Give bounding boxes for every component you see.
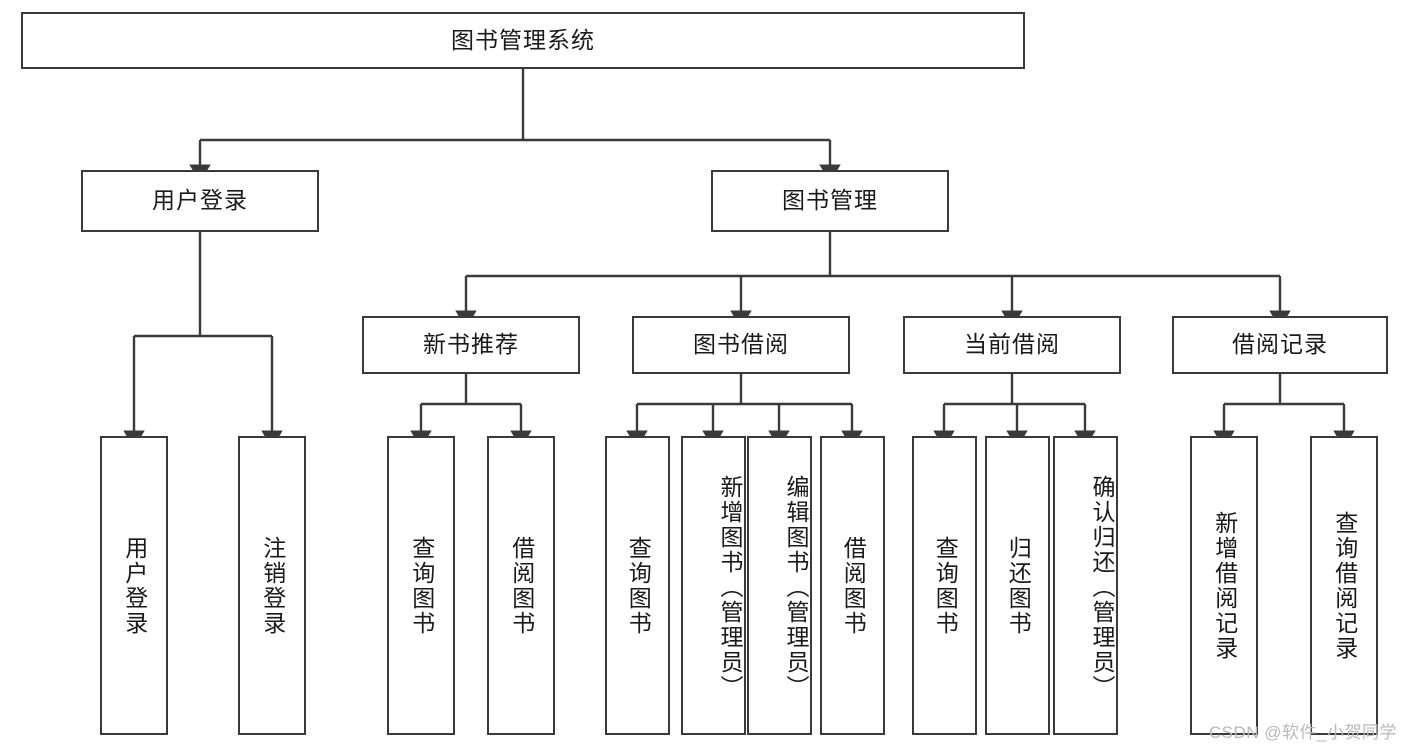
node-label: 用户登录 (152, 187, 248, 214)
leaf-node-0[interactable]: 用户登录 (100, 436, 168, 735)
leaf-node-6[interactable]: 编辑图书（管理员） (747, 436, 812, 735)
leaf-node-8[interactable]: 查询图书 (912, 436, 977, 735)
node-label: 查询图书 (408, 535, 435, 636)
node-label: 查询图书 (932, 535, 959, 636)
node-label: 借阅图书 (508, 535, 535, 636)
node-label: 新增图书（管理员） (717, 475, 743, 700)
node-label: 用户登录 (121, 535, 148, 636)
root-node-0[interactable]: 图书管理系统 (21, 12, 1025, 69)
leaf-node-5[interactable]: 新增图书（管理员） (681, 436, 746, 735)
node-label: 新增借阅记录 (1211, 510, 1238, 661)
level3-node-0[interactable]: 新书推荐 (362, 316, 580, 374)
node-label: 归还图书 (1005, 535, 1032, 636)
level2-node-0[interactable]: 用户登录 (81, 170, 319, 232)
node-label: 编辑图书（管理员） (783, 475, 809, 700)
leaf-node-9[interactable]: 归还图书 (985, 436, 1050, 735)
watermark: CSDN @软件_小贺同学 (1208, 723, 1397, 742)
node-label: 图书管理 (782, 187, 878, 214)
leaf-node-11[interactable]: 新增借阅记录 (1190, 436, 1258, 735)
node-label: 新书推荐 (423, 331, 519, 358)
node-label: 图书借阅 (693, 331, 789, 358)
node-label: 查询图书 (625, 535, 652, 636)
level2-node-1[interactable]: 图书管理 (711, 170, 949, 232)
leaf-node-4[interactable]: 查询图书 (605, 436, 670, 735)
node-label: 借阅图书 (840, 535, 867, 636)
node-label: 查询借阅记录 (1331, 510, 1358, 661)
leaf-node-1[interactable]: 注销登录 (238, 436, 306, 735)
node-label: 图书管理系统 (451, 26, 595, 53)
level3-node-3[interactable]: 借阅记录 (1172, 316, 1388, 374)
level3-node-2[interactable]: 当前借阅 (903, 316, 1121, 374)
leaf-node-7[interactable]: 借阅图书 (820, 436, 885, 735)
node-label: 借阅记录 (1232, 331, 1328, 358)
leaf-node-2[interactable]: 查询图书 (387, 436, 455, 735)
node-label: 确认归还（管理员） (1089, 475, 1115, 700)
node-label: 注销登录 (259, 535, 286, 636)
leaf-node-3[interactable]: 借阅图书 (487, 436, 555, 735)
node-label: 当前借阅 (964, 331, 1060, 358)
level3-node-1[interactable]: 图书借阅 (632, 316, 850, 374)
leaf-node-12[interactable]: 查询借阅记录 (1310, 436, 1378, 735)
leaf-node-10[interactable]: 确认归还（管理员） (1053, 436, 1118, 735)
